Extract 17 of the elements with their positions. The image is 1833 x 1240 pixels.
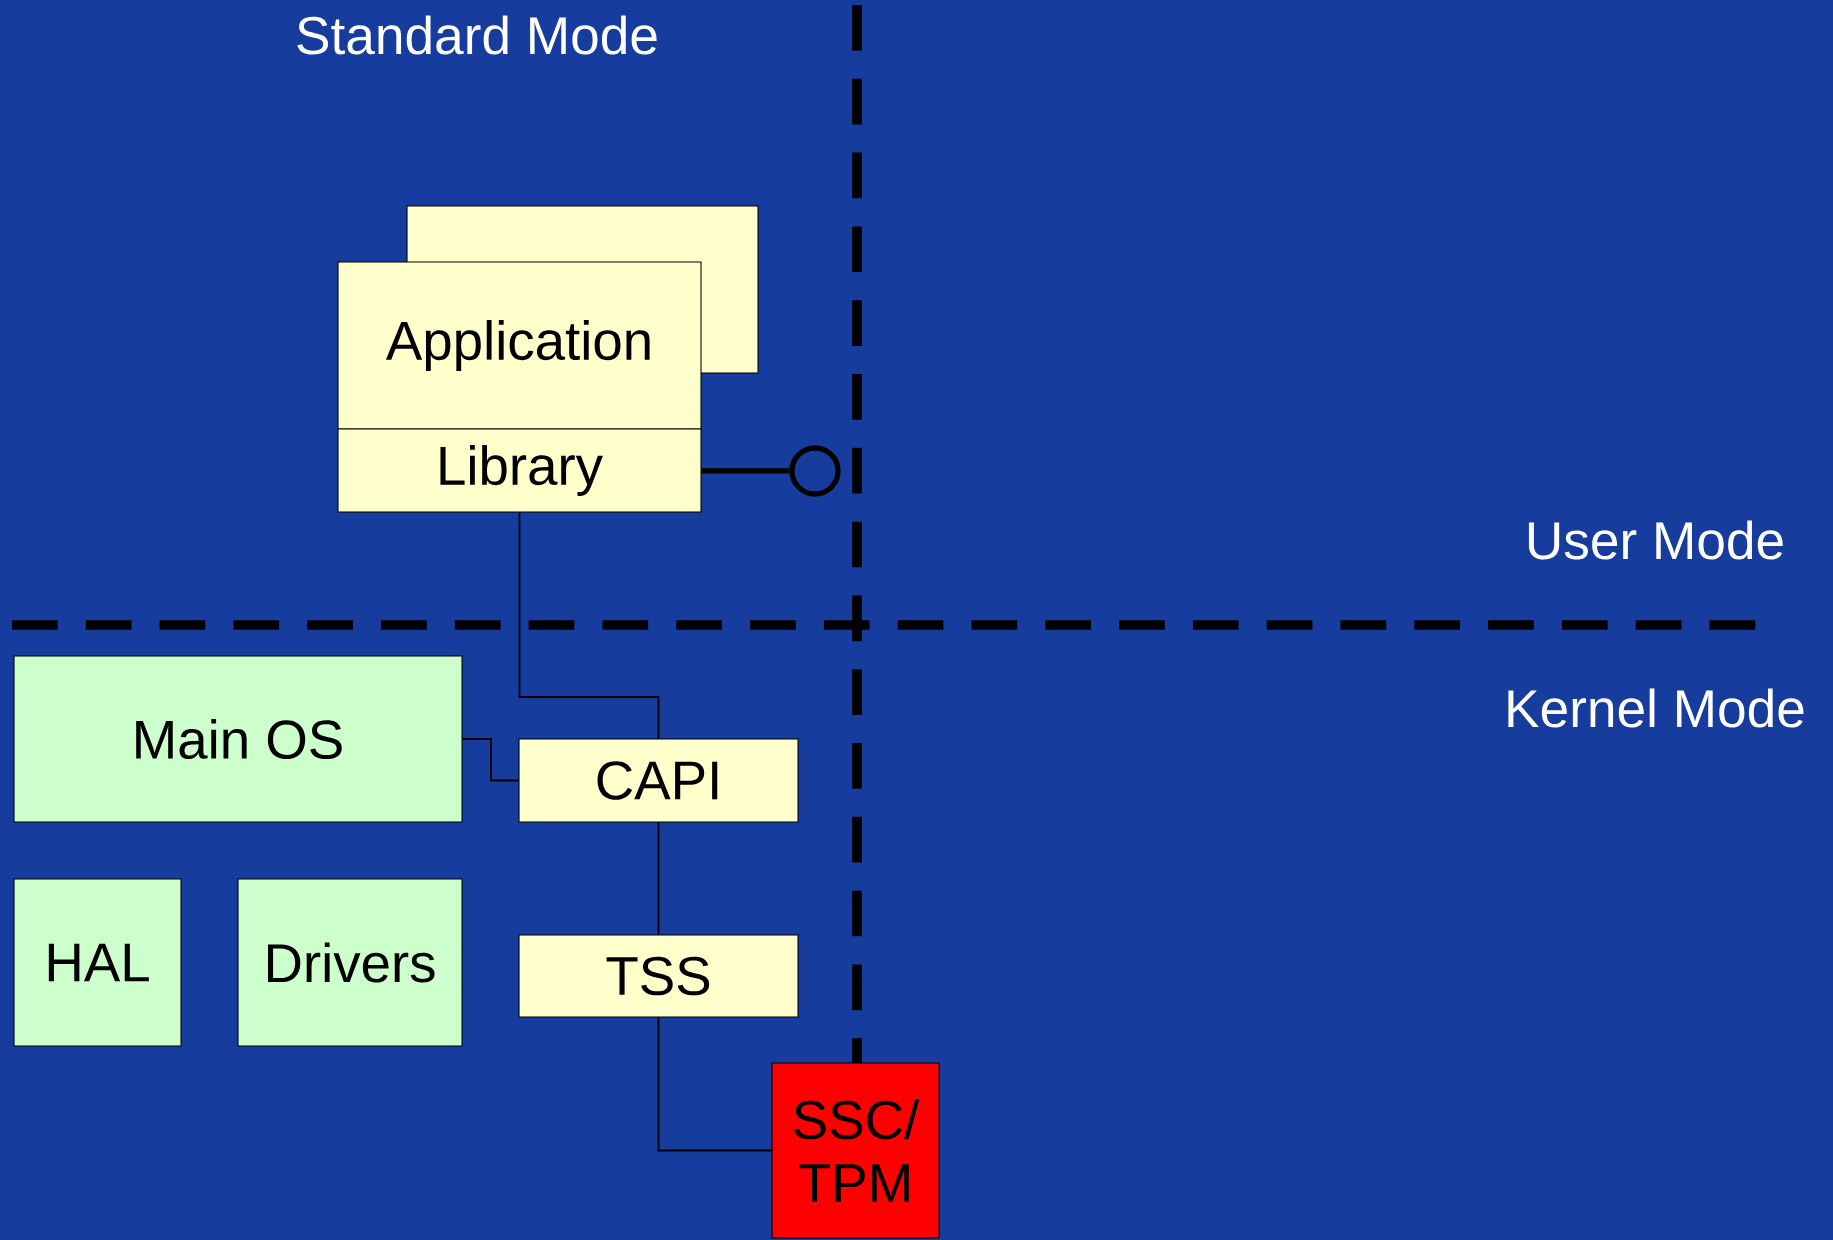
capi-box: CAPI [518, 738, 799, 823]
stacked-application-box: Application [337, 205, 759, 430]
connector-line [701, 468, 790, 474]
connector-line [657, 1016, 773, 1152]
hal-box: HAL [13, 878, 182, 1047]
connector-line [657, 821, 660, 936]
mode-label: User Mode [1528, 520, 1783, 560]
mode-label: Kernel Mode [1508, 688, 1804, 728]
connector-line [518, 511, 660, 740]
connector-line [461, 738, 520, 782]
library-box: Library [337, 428, 702, 513]
tss-box: TSS [518, 934, 799, 1018]
mode-label: Standard Mode [297, 15, 657, 55]
tpm-box: SSC/ TPM [771, 1062, 940, 1239]
interface-circle [789, 445, 841, 497]
os-box: Main OS [13, 655, 463, 823]
drivers-box: Drivers [237, 878, 463, 1047]
